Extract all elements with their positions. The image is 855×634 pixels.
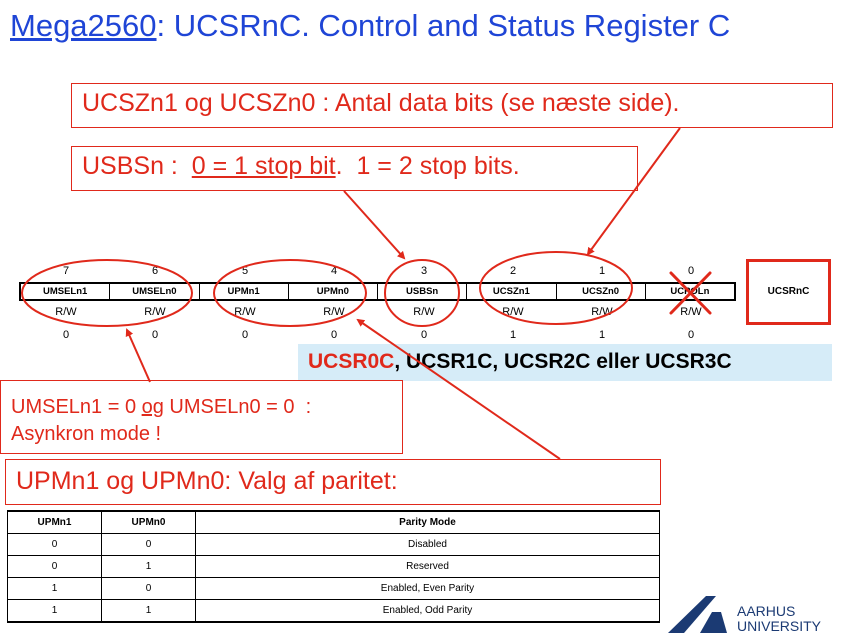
callout-umsel-line2: Asynkron mode ! [11, 423, 162, 445]
university-logo-text: AARHUS UNIVERSITY [737, 604, 821, 634]
callout-usbs: USBSn : 0 = 1 stop bit. 1 = 2 stop bits. [71, 146, 638, 191]
initial-value: 0 [687, 329, 695, 341]
callout-umsel-text-a: UMSELn1 = 0 [11, 396, 142, 418]
ellipse-umsel [21, 259, 193, 327]
register-name: UCSRnC [767, 286, 810, 297]
table-cell: Enabled, Odd Parity [195, 599, 660, 623]
register-variants-rest: , UCSR1C, UCSR2C eller UCSR3C [394, 350, 732, 373]
initial-value: 0 [420, 329, 428, 341]
bit-number: 7 [62, 265, 70, 277]
arrow-upm [356, 318, 561, 460]
title-link[interactable]: Mega2560 [10, 8, 157, 43]
register-variants: UCSR0C, UCSR1C, UCSR2C eller UCSR3C [298, 344, 832, 381]
bit-cell-umseln0: UMSELn0 [110, 284, 200, 299]
access-label: R/W [680, 306, 702, 318]
table-row: 0 0 Disabled [7, 533, 660, 556]
initial-value: 0 [151, 329, 159, 341]
access-label: R/W [323, 306, 345, 318]
initial-value: 0 [330, 329, 338, 341]
table-cell: Enabled, Even Parity [195, 577, 660, 600]
bit-cell-ucszn0: UCSZn0 [557, 284, 646, 299]
table-cell: 1 [7, 577, 102, 600]
initial-value: 1 [598, 329, 606, 341]
page-title: Mega2560: UCSRnC. Control and Status Reg… [10, 8, 730, 44]
initial-value: 1 [509, 329, 517, 341]
logo-line2: UNIVERSITY [737, 618, 822, 634]
callout-upm: UPMn1 og UPMn0: Valg af paritet: [5, 459, 661, 505]
access-label: R/W [144, 306, 166, 318]
table-header-row: UPMn1 UPMn0 Parity Mode [7, 510, 660, 534]
bit-number: 2 [509, 265, 517, 277]
callout-upm-text: UPMn1 og UPMn0: Valg af paritet: [16, 467, 398, 495]
callout-umsel: UMSELn1 = 0 og UMSELn0 = 0 : Asynkron mo… [0, 380, 403, 454]
parity-table: UPMn1 UPMn0 Parity Mode 0 0 Disabled 0 1… [7, 510, 660, 623]
table-cell: 1 [7, 599, 102, 623]
title-rest: : UCSRnC. Control and Status Register C [156, 8, 731, 43]
callout-ucsz-text: UCSZn1 og UCSZn0 : Antal data bits (se n… [82, 89, 680, 117]
callout-umsel-og: og [141, 396, 164, 418]
bit-number: 4 [330, 265, 338, 277]
callout-umsel-text-b: UMSELn0 = 0 : [163, 396, 312, 418]
table-cell: 0 [101, 577, 196, 600]
bit-number: 3 [420, 265, 428, 277]
access-label: R/W [55, 306, 77, 318]
callout-ucsz: UCSZn1 og UCSZn0 : Antal data bits (se n… [71, 83, 833, 128]
bit-number: 0 [687, 265, 695, 277]
arrow-ucsz [586, 127, 681, 256]
bit-cell-usbsn: USBSn [378, 284, 468, 299]
table-cell: 1 [101, 599, 196, 623]
table-row: 1 0 Enabled, Even Parity [7, 577, 660, 600]
bit-cell-upmn1: UPMn1 [200, 284, 289, 299]
bit-cell-umseln1: UMSELn1 [21, 284, 111, 299]
access-label: R/W [413, 306, 435, 318]
access-label: R/W [234, 306, 256, 318]
ellipse-usbs [384, 259, 460, 327]
arrow-usbs [343, 190, 406, 260]
callout-usbs-prefix: USBSn : [82, 152, 192, 180]
bit-cell-upmn0: UPMn0 [289, 284, 378, 299]
university-logo-icon [668, 596, 727, 633]
logo-line1: AARHUS [737, 603, 796, 619]
table-row: 1 1 Enabled, Odd Parity [7, 599, 660, 623]
callout-umsel-line1: UMSELn1 = 0 og UMSELn0 = 0 : [11, 394, 402, 421]
bit-cell-ucszn1: UCSZn1 [467, 284, 557, 299]
callout-usbs-suffix: . 1 = 2 stop bits. [335, 152, 520, 180]
bit-number: 6 [151, 265, 159, 277]
bit-number: 5 [241, 265, 249, 277]
callout-usbs-underlined: 0 = 1 stop bit [191, 152, 336, 180]
register-name-box: UCSRnC [746, 259, 831, 325]
register-variant-highlight: UCSR0C [308, 350, 395, 373]
register-bit-bar: UMSELn1 UMSELn0 UPMn1 UPMn0 USBSn UCSZn1… [19, 282, 736, 301]
initial-value: 0 [62, 329, 70, 341]
cross-icon [669, 271, 712, 315]
bit-number: 1 [598, 265, 606, 277]
ellipse-ucsz [479, 251, 633, 325]
initial-value: 0 [241, 329, 249, 341]
arrow-umsel [125, 328, 151, 383]
ellipse-upm [213, 259, 367, 327]
